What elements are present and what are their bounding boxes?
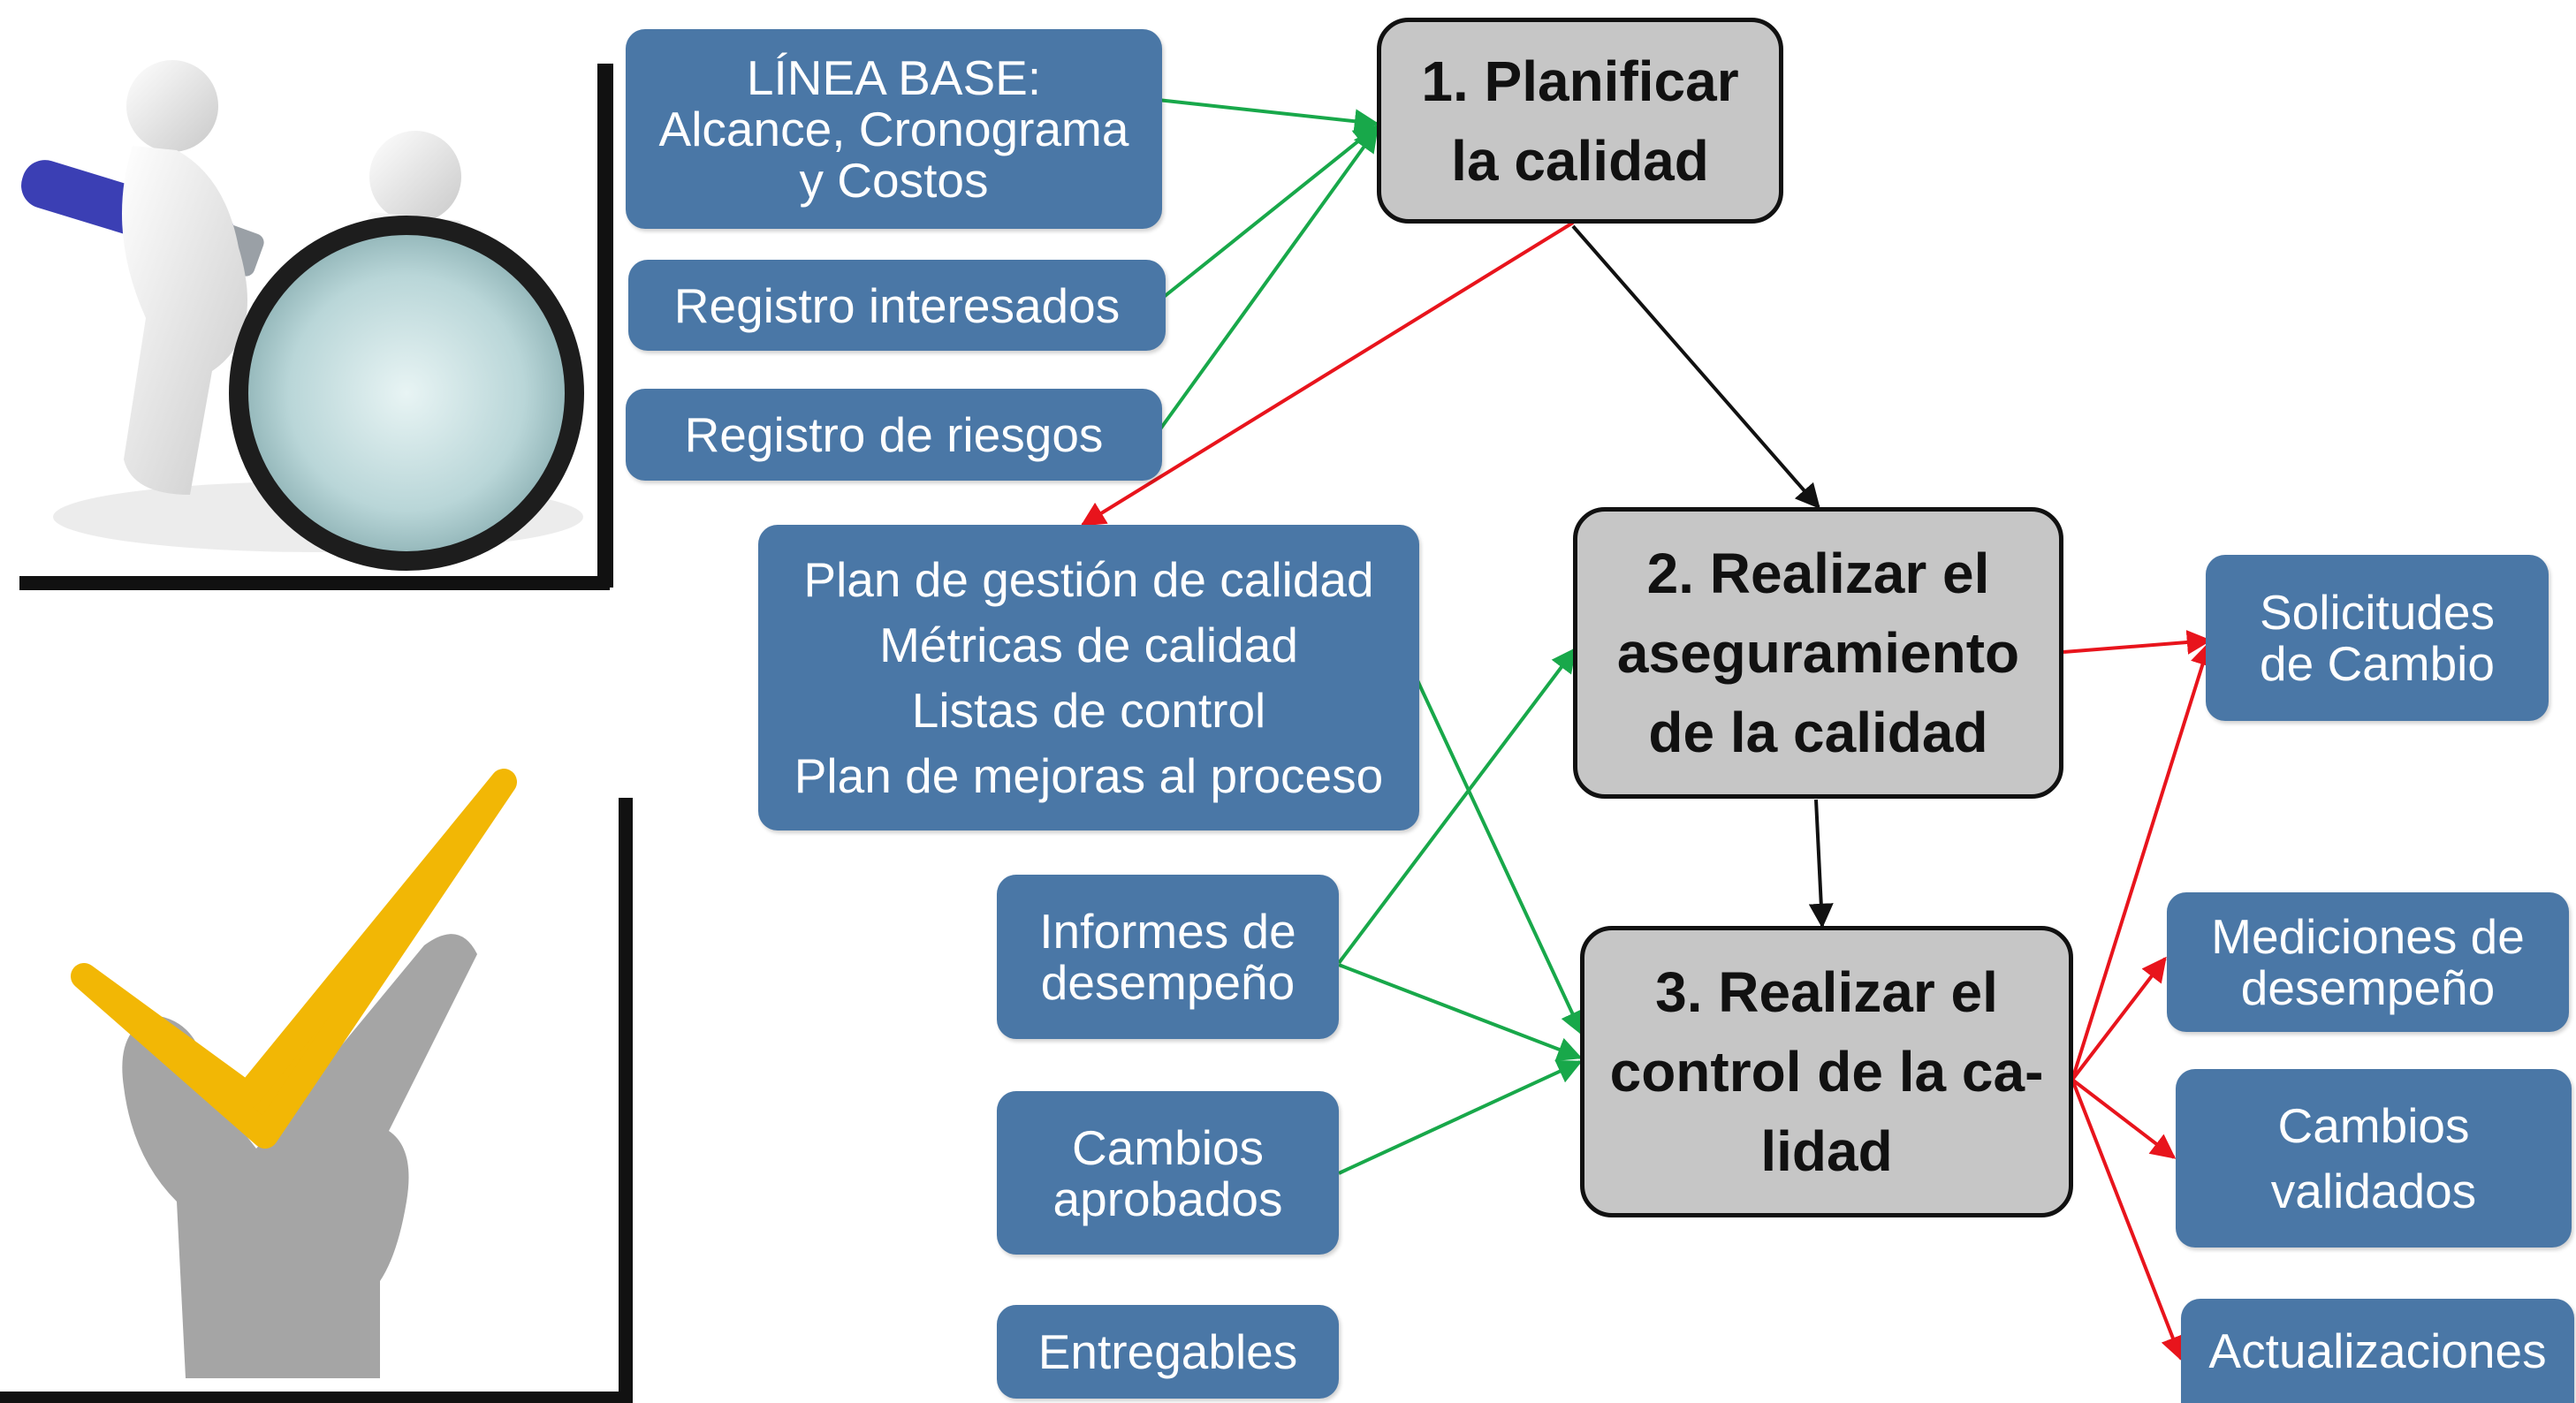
plan-quality-process: 1. Planificar la calidad — [1377, 18, 1783, 224]
risk-register-label: Registro de riesgos — [684, 407, 1104, 462]
quality-plan-line-3: Listas de control — [911, 683, 1266, 738]
arrow-control-to-updates — [2071, 1079, 2185, 1361]
plan-quality-line-2: la calidad — [1451, 128, 1709, 193]
risk-register-box: Registro de riesgos — [626, 389, 1162, 481]
arrow-risks-to-plan — [1158, 126, 1379, 432]
arrow-stakeholders-to-plan — [1158, 125, 1379, 302]
deliverables-label: Entregables — [1037, 1324, 1298, 1379]
stakeholder-register-box: Registro interesados — [628, 260, 1166, 351]
validated-changes-box: Cambios validados — [2176, 1069, 2572, 1248]
arrow-assure-to-control — [1808, 799, 1834, 929]
quality-control-line-1: 3. Realizar el — [1655, 960, 1998, 1024]
arrow-reports-to-assure — [1337, 647, 1577, 965]
performance-measurements-box: Mediciones de desempeño — [2167, 892, 2569, 1032]
quality-control-line-3: lidad — [1760, 1119, 1893, 1183]
performance-measurements-line-1: Mediciones de — [2211, 909, 2525, 964]
arrow-baseline-to-plan — [1157, 98, 1379, 134]
hand-checkmark-illustration — [71, 769, 517, 1378]
performance-reports-box: Informes de desempeño — [997, 875, 1339, 1039]
quality-plan-box: Plan de gestión de calidad Métricas de c… — [758, 525, 1419, 830]
updates-box: Actualizaciones — [2181, 1299, 2574, 1403]
arrow-reports-to-control — [1338, 963, 1583, 1062]
quality-assurance-line-2: aseguramiento — [1616, 621, 2020, 685]
checkmark-icon — [71, 769, 517, 1149]
figure-head — [126, 60, 218, 152]
quality-plan-line-1: Plan de gestión de calidad — [803, 552, 1374, 607]
approved-changes-line-2: aprobados — [1052, 1171, 1283, 1226]
stakeholder-register-label: Registro interesados — [673, 277, 1121, 333]
quality-assurance-line-3: de la calidad — [1648, 701, 1988, 764]
illustrations — [0, 60, 633, 1403]
change-requests-line-2: de Cambio — [2260, 636, 2495, 691]
arrow-plan-to-quality-plan — [1080, 221, 1575, 527]
performance-reports-line-1: Informes de — [1039, 904, 1296, 959]
arrow-changes-to-control — [1338, 1059, 1583, 1175]
magnifying-glass-figures-illustration — [21, 60, 584, 571]
baseline-line-1: LÍNEA BASE: — [746, 50, 1042, 105]
change-requests-box: Solicitudes de Cambio — [2206, 555, 2549, 721]
plan-quality-line-1: 1. Planificar — [1421, 49, 1739, 113]
baseline-box: LÍNEA BASE: Alcance, Cronograma y Costos — [626, 29, 1162, 229]
arrow-control-to-measurements — [2071, 956, 2167, 1081]
quality-control-line-2: control de la ca- — [1609, 1040, 2044, 1103]
quality-assurance-process: 2. Realizar el aseguramiento de la calid… — [1573, 507, 2063, 799]
change-requests-line-1: Solicitudes — [2260, 585, 2495, 640]
baseline-line-2: Alcance, Cronograma — [658, 102, 1129, 156]
quality-plan-line-4: Plan de mejoras al proceso — [794, 748, 1384, 803]
deliverables-box: Entregables — [997, 1305, 1339, 1399]
baseline-line-3: y Costos — [799, 153, 989, 208]
arrow-quality-plan-to-control — [1415, 678, 1584, 1036]
quality-plan-line-2: Métricas de calidad — [879, 618, 1298, 672]
validated-changes-line-2: validados — [2270, 1164, 2477, 1218]
performance-reports-line-2: desempeño — [1040, 955, 1296, 1010]
updates-label: Actualizaciones — [2208, 1323, 2547, 1378]
performance-measurements-line-2: desempeño — [2240, 960, 2496, 1015]
arrow-control-to-validated — [2071, 1078, 2177, 1159]
quality-assurance-line-1: 2. Realizar el — [1646, 542, 1990, 605]
arrow-assure-to-requests — [2063, 630, 2212, 655]
arrow-plan-to-assure — [1571, 224, 1820, 510]
frame-lines — [0, 64, 633, 1403]
hand-icon — [122, 934, 478, 1378]
approved-changes-box: Cambios aprobados — [997, 1091, 1339, 1255]
approved-changes-line-1: Cambios — [1071, 1119, 1265, 1175]
magnifier-lens-icon — [229, 216, 584, 571]
quality-control-process: 3. Realizar el control de la ca- lidad — [1580, 926, 2073, 1217]
validated-changes-line-1: Cambios — [2277, 1098, 2470, 1153]
arrow-control-to-requests — [2071, 641, 2215, 1081]
